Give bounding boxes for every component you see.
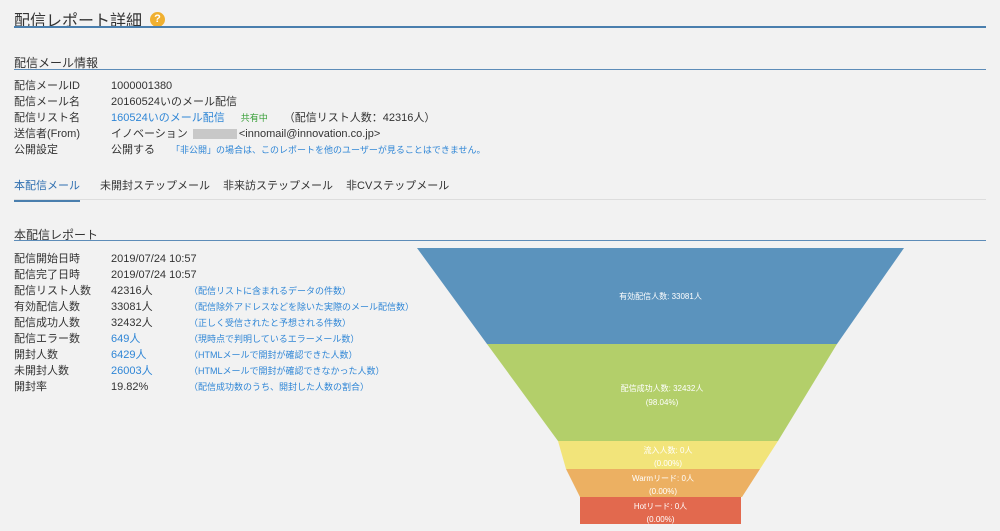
report-label: 配信エラー数: [14, 333, 80, 345]
report-note: （HTMLメールで開封が確認できなかった人数）: [189, 366, 385, 376]
report-note: （配信リストに含まれるデータの件数）: [189, 286, 352, 296]
help-icon[interactable]: ?: [150, 11, 166, 27]
visibility-note: 「非公開」の場合は、このレポートを他のユーザーが見ることはできません。: [171, 145, 486, 155]
report-row: 配信リスト人数 42316人 （配信リストに含まれるデータの件数）: [14, 282, 351, 298]
info-row: 配信メールID 1000001380: [14, 77, 172, 93]
report-value[interactable]: 6429人: [111, 349, 147, 361]
tab-noncv-step[interactable]: 非CVステップメール: [346, 180, 450, 192]
funnel-stage: [487, 344, 837, 441]
report-value: 2019/07/24 10:57: [111, 253, 197, 265]
report-divider: [14, 240, 986, 241]
info-label: 送信者(From): [14, 128, 80, 140]
page-title: 配信レポート詳細: [14, 13, 143, 30]
report-value[interactable]: 26003人: [111, 365, 153, 377]
report-value: 2019/07/24 10:57: [111, 269, 197, 281]
report-label: 配信完了日時: [14, 269, 80, 281]
info-label: 配信メール名: [14, 96, 80, 108]
info-row: 公開設定 公開する 「非公開」の場合は、このレポートを他のユーザーが見ることはで…: [14, 141, 486, 157]
tab-nonvisit-step[interactable]: 非来訪ステップメール: [223, 180, 333, 192]
info-row: 配信メール名 20160524いのメール配信: [14, 93, 237, 109]
report-note: （配信成功数のうち、開封した人数の割合）: [189, 382, 370, 392]
funnel-stage-label: 流入人数: 0人: [644, 445, 693, 455]
shared-badge: 共有中: [240, 113, 268, 123]
sender-name: イノベーション: [111, 128, 188, 140]
report-row: 配信完了日時 2019/07/24 10:57: [14, 266, 211, 282]
info-label: 配信リスト名: [14, 112, 80, 124]
info-row: 配信リスト名 160524いのメール配信 共有中 （配信リスト人数：42316人…: [14, 109, 435, 125]
funnel-stage-percent: (0.00%): [649, 487, 677, 496]
report-value: 33081人: [111, 301, 153, 313]
report-label: 開封人数: [14, 349, 58, 361]
mail-name: 20160524いのメール配信: [111, 96, 237, 108]
list-name-link[interactable]: 160524いのメール配信: [111, 112, 225, 124]
funnel-stage-label: 配信成功人数: 32432人: [621, 383, 704, 393]
report-note: （HTMLメールで開封が確認できた人数）: [189, 350, 358, 360]
tab-main-mail[interactable]: 本配信メール: [14, 177, 80, 202]
info-heading: 配信メール情報: [14, 56, 99, 70]
sender: イノベーション <innomail@innovation.co.jp>: [111, 125, 380, 141]
info-divider: [14, 69, 986, 70]
report-note: （正しく受信されたと予想される件数）: [189, 318, 352, 328]
list-count: （配信リスト人数：42316人）: [283, 112, 436, 124]
funnel-stage-label: 有効配信人数: 33081人: [619, 291, 702, 301]
tab-divider: [14, 199, 986, 200]
report-row: 配信開始日時 2019/07/24 10:57: [14, 250, 211, 266]
report-label: 未開封人数: [14, 365, 69, 377]
report-row: 未開封人数 26003人 （HTMLメールで開封が確認できなかった人数）: [14, 362, 385, 378]
mail-id: 1000001380: [111, 80, 173, 92]
visibility-value: 公開する: [111, 144, 155, 156]
funnel-stage: [566, 469, 760, 497]
report-label: 有効配信人数: [14, 301, 80, 313]
report-row: 配信成功人数 32432人 （正しく受信されたと予想される件数）: [14, 314, 351, 330]
report-label: 配信リスト人数: [14, 285, 91, 297]
funnel-stage-label: Warmリード: 0人: [632, 474, 694, 483]
report-value[interactable]: 649人: [111, 333, 141, 345]
info-row: 送信者(From) イノベーション <innomail@innovation.c…: [14, 125, 380, 141]
report-value: 19.82%: [111, 381, 149, 393]
report-heading: 本配信レポート: [14, 228, 99, 242]
report-note: （配信除外アドレスなどを除いた実際のメール配信数）: [189, 302, 415, 312]
report-row: 配信エラー数 649人 （現時点で判明しているエラーメール数）: [14, 330, 359, 346]
title-divider: [14, 26, 986, 28]
info-label: 配信メールID: [14, 80, 80, 92]
funnel-stage-percent: (0.00%): [654, 459, 682, 468]
sender-email: <innomail@innovation.co.jp>: [238, 128, 381, 140]
funnel-stage: [580, 497, 741, 524]
report-row: 開封人数 6429人 （HTMLメールで開封が確認できた人数）: [14, 346, 358, 362]
report-row: 有効配信人数 33081人 （配信除外アドレスなどを除いた実際のメール配信数）: [14, 298, 414, 314]
redacted-block: [192, 129, 237, 140]
report-value: 32432人: [111, 317, 153, 329]
funnel-stage: [417, 248, 904, 344]
report-label: 配信成功人数: [14, 317, 80, 329]
report-label: 配信開始日時: [14, 253, 80, 265]
funnel-stage: [558, 441, 778, 469]
report-row: 開封率 19.82% （配信成功数のうち、開封した人数の割合）: [14, 378, 369, 394]
report-note: （現時点で判明しているエラーメール数）: [189, 334, 360, 344]
title-bar: 配信レポート詳細 ?: [14, 7, 166, 31]
funnel-stage-percent: (98.04%): [646, 398, 679, 407]
tab-unopened-step[interactable]: 未開封ステップメール: [100, 180, 210, 192]
funnel-stage-percent: (0.00%): [646, 515, 674, 524]
funnel-stage-label: Hotリード: 0人: [634, 502, 687, 511]
report-value: 42316人: [111, 285, 153, 297]
report-label: 開封率: [14, 381, 47, 393]
info-label: 公開設定: [14, 144, 58, 156]
